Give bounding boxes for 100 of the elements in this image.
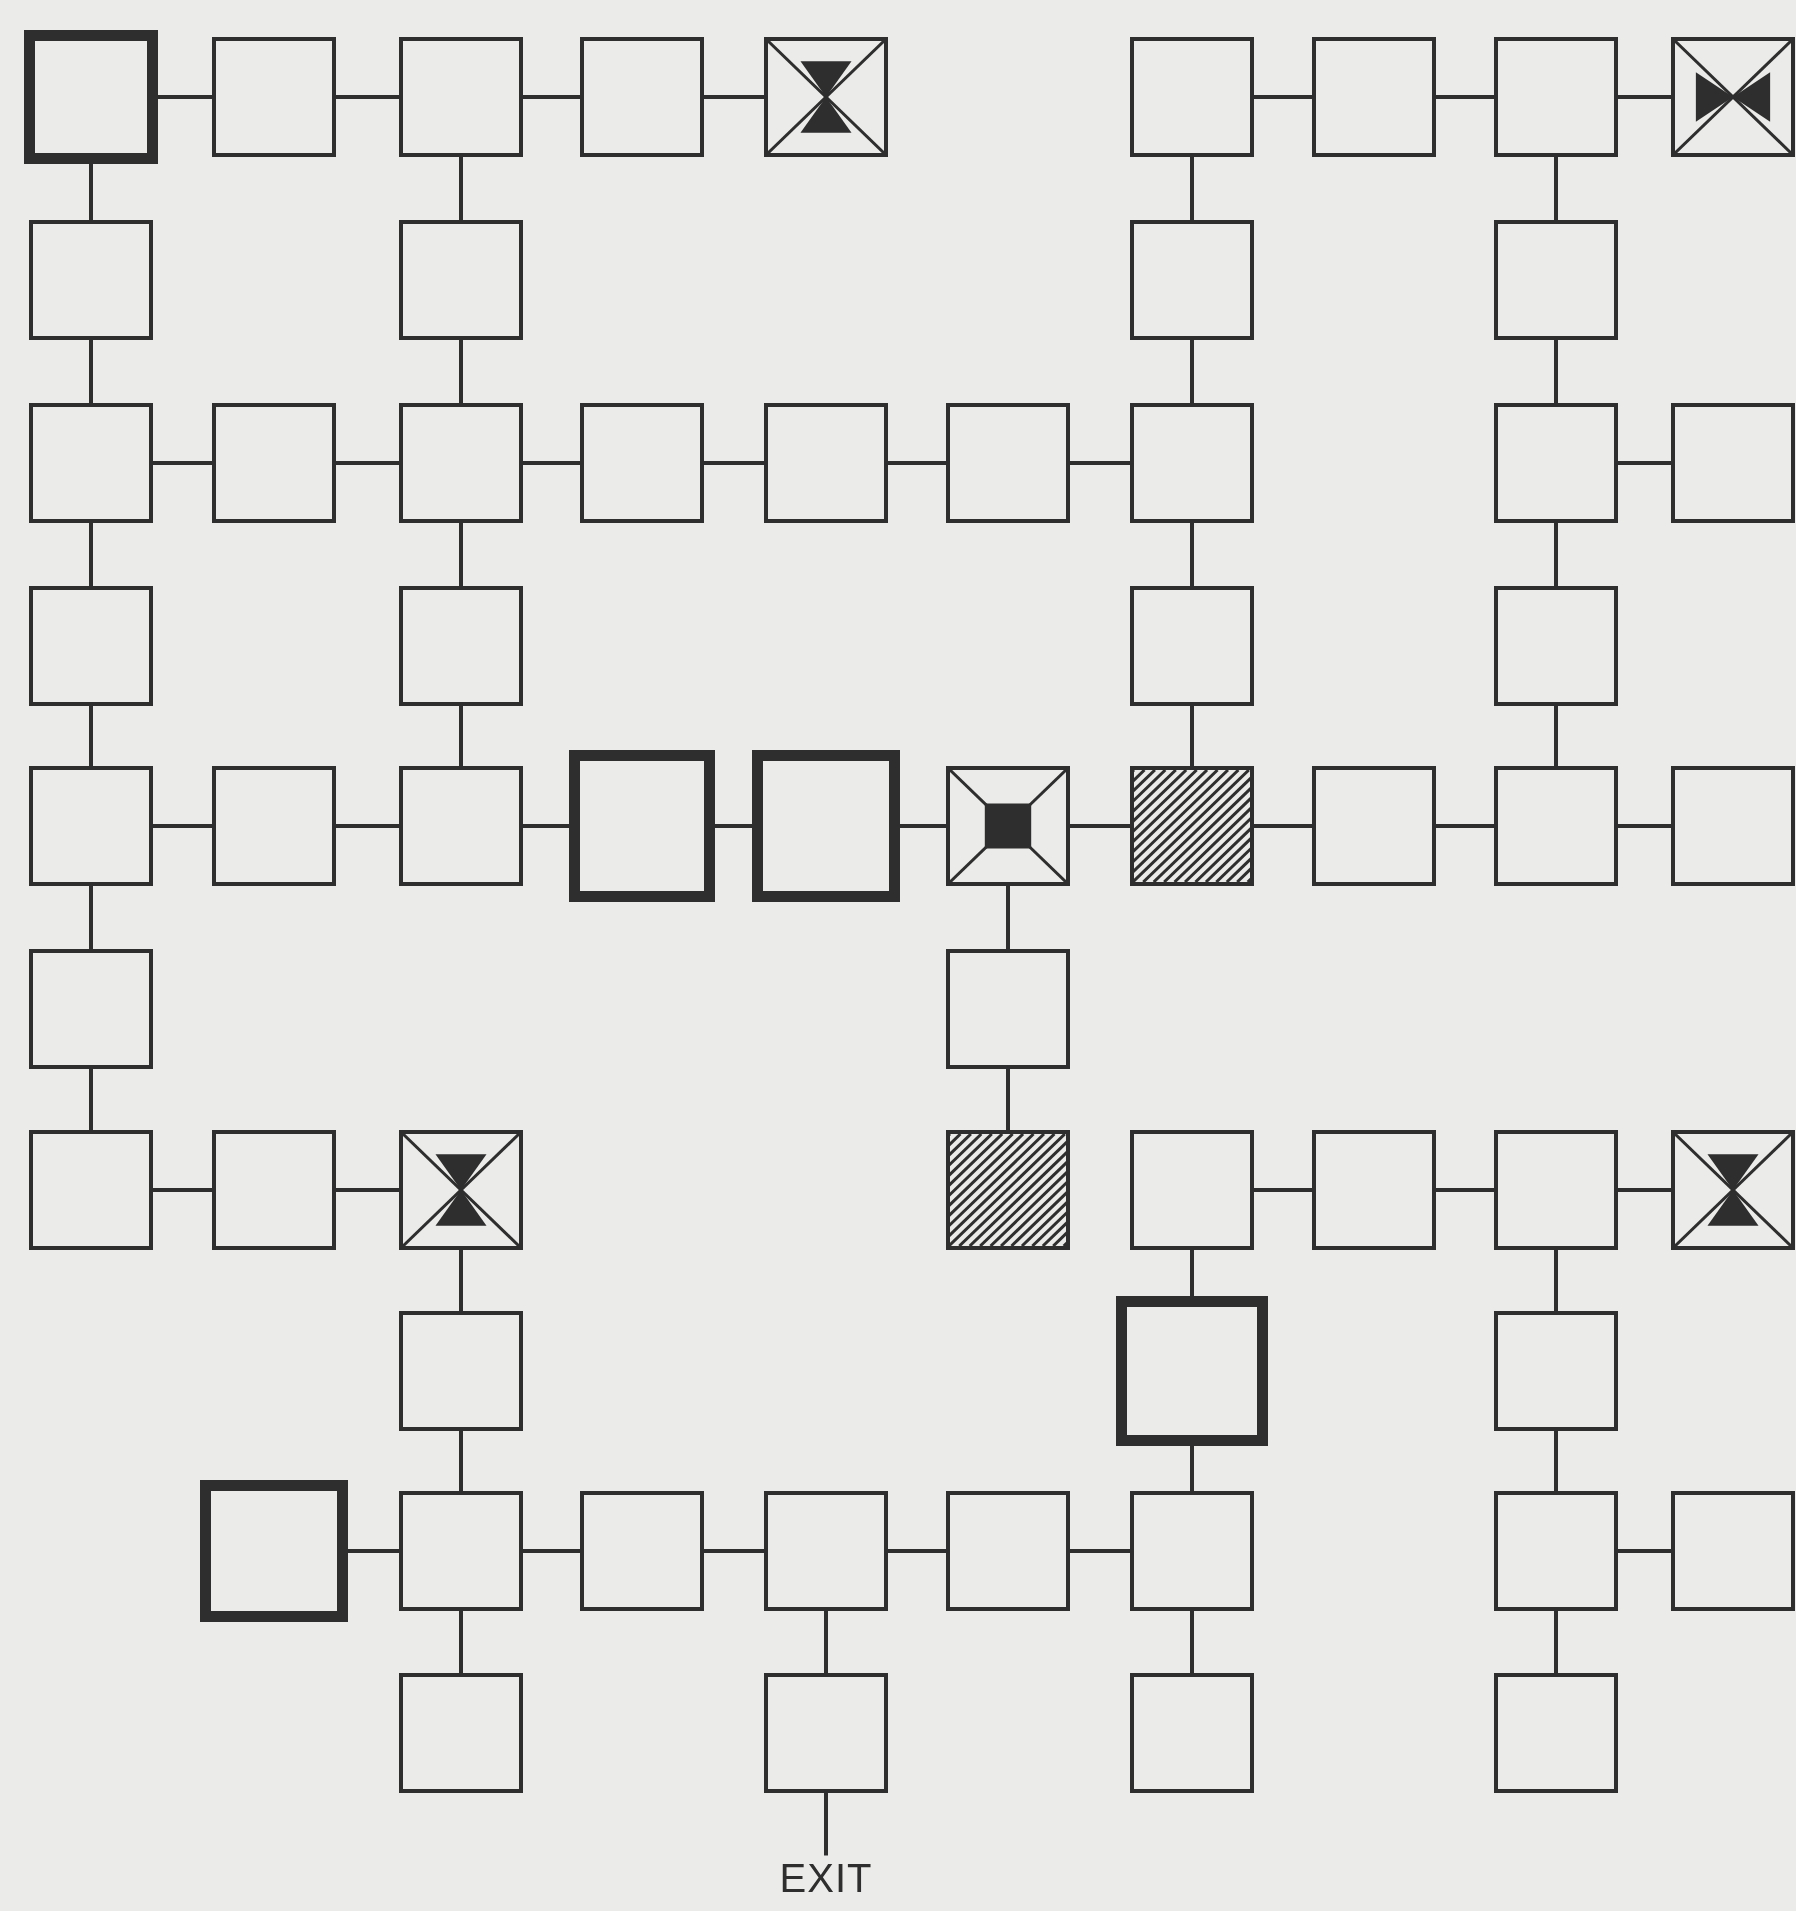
- connector-line: [1618, 824, 1671, 828]
- connector-line: [459, 340, 463, 403]
- square-box: [399, 403, 523, 523]
- square-box: [29, 766, 153, 886]
- connector-line: [523, 95, 580, 99]
- connector-line: [1190, 1611, 1194, 1673]
- square-box: [1494, 766, 1618, 886]
- square-box: [1494, 1311, 1618, 1431]
- connector-line: [704, 95, 764, 99]
- square-box: [399, 1311, 523, 1431]
- square-box: [1494, 586, 1618, 706]
- square-box: [399, 220, 523, 340]
- square-box: [580, 1491, 704, 1611]
- square-box: [29, 1130, 153, 1250]
- thick-square-box: [569, 750, 715, 902]
- square-box: [29, 403, 153, 523]
- connector-line: [824, 1793, 828, 1856]
- connector-line: [704, 1549, 764, 1553]
- square-box: [946, 949, 1070, 1069]
- connector-line: [459, 1431, 463, 1491]
- square-box: [1494, 1130, 1618, 1250]
- connector-line: [89, 340, 93, 403]
- connector-line: [1554, 523, 1558, 586]
- connector-line: [1070, 824, 1130, 828]
- connector-line: [1618, 1549, 1671, 1553]
- connector-line: [459, 157, 463, 220]
- square-box: [1671, 1491, 1795, 1611]
- square-box: [1130, 1130, 1254, 1250]
- connector-line: [153, 824, 212, 828]
- square-box: [1312, 37, 1436, 157]
- square-box: [1130, 403, 1254, 523]
- connector-line: [1554, 1611, 1558, 1673]
- square-box: [1130, 37, 1254, 157]
- exit-label: EXIT: [779, 1855, 873, 1901]
- connector-line: [523, 461, 580, 465]
- square-box: [29, 220, 153, 340]
- thick-square-box: [1116, 1296, 1268, 1446]
- hatched-box: [946, 1130, 1070, 1250]
- connector-line: [523, 1549, 580, 1553]
- square-box: [946, 1491, 1070, 1611]
- connector-line: [824, 1611, 828, 1673]
- connector-line: [1554, 1250, 1558, 1311]
- connector-line: [459, 1611, 463, 1673]
- square-box: [764, 1491, 888, 1611]
- crossed-box: [946, 766, 1070, 886]
- square-box: [764, 403, 888, 523]
- connector-line: [1190, 523, 1194, 586]
- connector-line: [153, 461, 212, 465]
- connector-line: [1554, 157, 1558, 220]
- square-box: [29, 586, 153, 706]
- connector-line: [1006, 1069, 1010, 1130]
- connector-line: [523, 824, 569, 828]
- hatched-box: [1130, 766, 1254, 886]
- connector-line: [1190, 706, 1194, 766]
- connector-line: [1070, 1549, 1130, 1553]
- connector-line: [1554, 1431, 1558, 1491]
- connector-line: [1190, 157, 1194, 220]
- square-box: [1130, 586, 1254, 706]
- connector-line: [348, 1549, 399, 1553]
- square-box: [399, 586, 523, 706]
- square-box: [212, 37, 336, 157]
- connector-line: [715, 824, 752, 828]
- square-box: [1130, 220, 1254, 340]
- square-box: [1494, 1673, 1618, 1793]
- square-box: [580, 403, 704, 523]
- connector-line: [1190, 1250, 1194, 1296]
- connector-line: [1554, 340, 1558, 403]
- square-box: [946, 403, 1070, 523]
- square-box: [1671, 403, 1795, 523]
- square-box: [1130, 1491, 1254, 1611]
- square-box: [580, 37, 704, 157]
- connector-line: [89, 1069, 93, 1130]
- connector-line: [459, 706, 463, 766]
- connector-line: [1254, 824, 1312, 828]
- connector-line: [459, 1250, 463, 1311]
- square-box: [1312, 1130, 1436, 1250]
- thick-square-box: [24, 30, 158, 164]
- thick-square-box: [752, 750, 900, 902]
- square-box: [399, 1491, 523, 1611]
- connector-line: [89, 164, 93, 220]
- connector-line: [1618, 1188, 1671, 1192]
- connector-line: [89, 523, 93, 586]
- connector-line: [900, 824, 946, 828]
- square-box: [1671, 766, 1795, 886]
- connector-line: [888, 461, 946, 465]
- square-box: [1494, 37, 1618, 157]
- square-box: [1494, 1491, 1618, 1611]
- connector-line: [1436, 824, 1494, 828]
- connector-line: [888, 1549, 946, 1553]
- connector-line: [1190, 1446, 1194, 1491]
- square-box: [764, 1673, 888, 1793]
- connector-line: [1190, 340, 1194, 403]
- crossed-box: [1671, 37, 1795, 157]
- connector-line: [704, 461, 764, 465]
- square-box: [1494, 403, 1618, 523]
- crossed-box: [1671, 1130, 1795, 1250]
- connector-line: [1436, 1188, 1494, 1192]
- connector-line: [89, 706, 93, 766]
- connector-line: [1436, 95, 1494, 99]
- square-box: [1130, 1673, 1254, 1793]
